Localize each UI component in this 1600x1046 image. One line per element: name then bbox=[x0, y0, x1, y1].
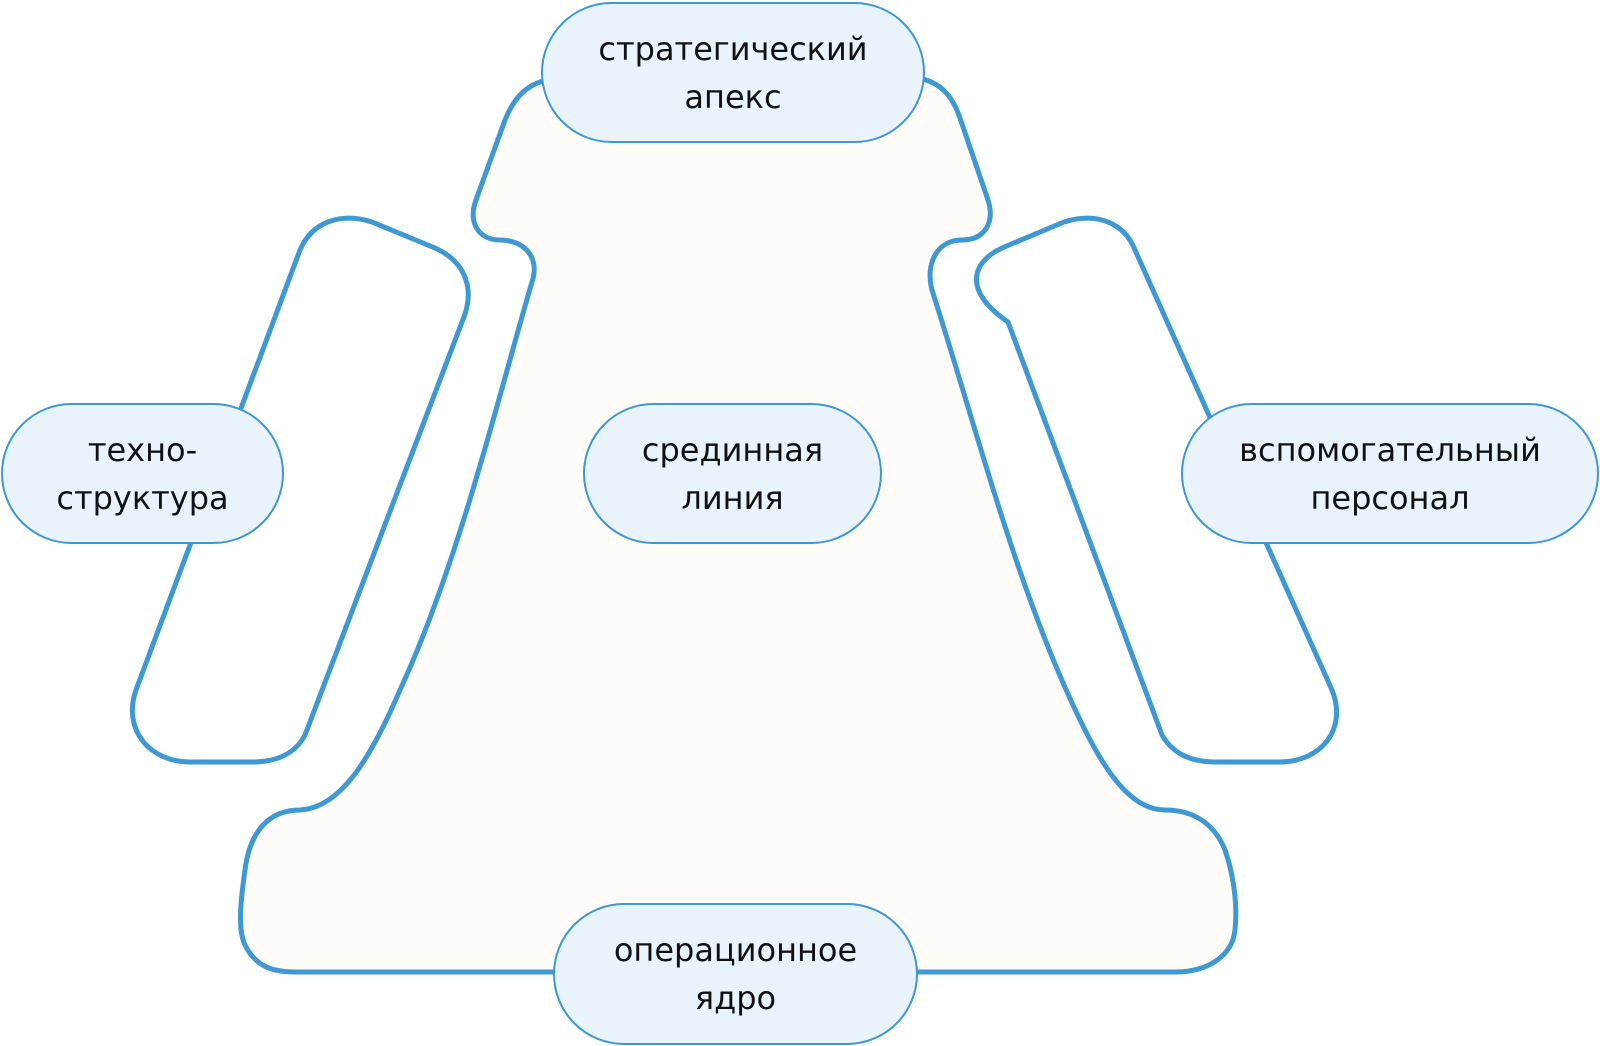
node-operating-core-line2: ядро bbox=[694, 979, 777, 1017]
node-technostructure: техно- структура bbox=[1, 403, 284, 544]
node-technostructure-line1: техно- bbox=[87, 430, 198, 469]
support-staff-band bbox=[974, 215, 1339, 765]
node-middle-line-line2: линия bbox=[681, 478, 784, 517]
node-middle-line-line1: срединная bbox=[641, 430, 824, 469]
node-operating-core-line1: операционное bbox=[613, 931, 858, 969]
node-support-staff-line1: вспомогательный bbox=[1239, 430, 1541, 469]
node-strategic-apex: стратегический апекс bbox=[541, 2, 925, 143]
technostructure-band bbox=[129, 215, 471, 765]
node-strategic-apex-line1: стратегический bbox=[598, 29, 868, 68]
node-support-staff-line2: персонал bbox=[1310, 478, 1470, 517]
node-support-staff: вспомогательный персонал bbox=[1181, 403, 1599, 544]
node-strategic-apex-line2: апекс bbox=[684, 77, 782, 116]
node-operating-core: операционное ядро bbox=[553, 903, 918, 1045]
node-middle-line: срединная линия bbox=[583, 403, 882, 544]
node-technostructure-line2: структура bbox=[56, 478, 229, 517]
